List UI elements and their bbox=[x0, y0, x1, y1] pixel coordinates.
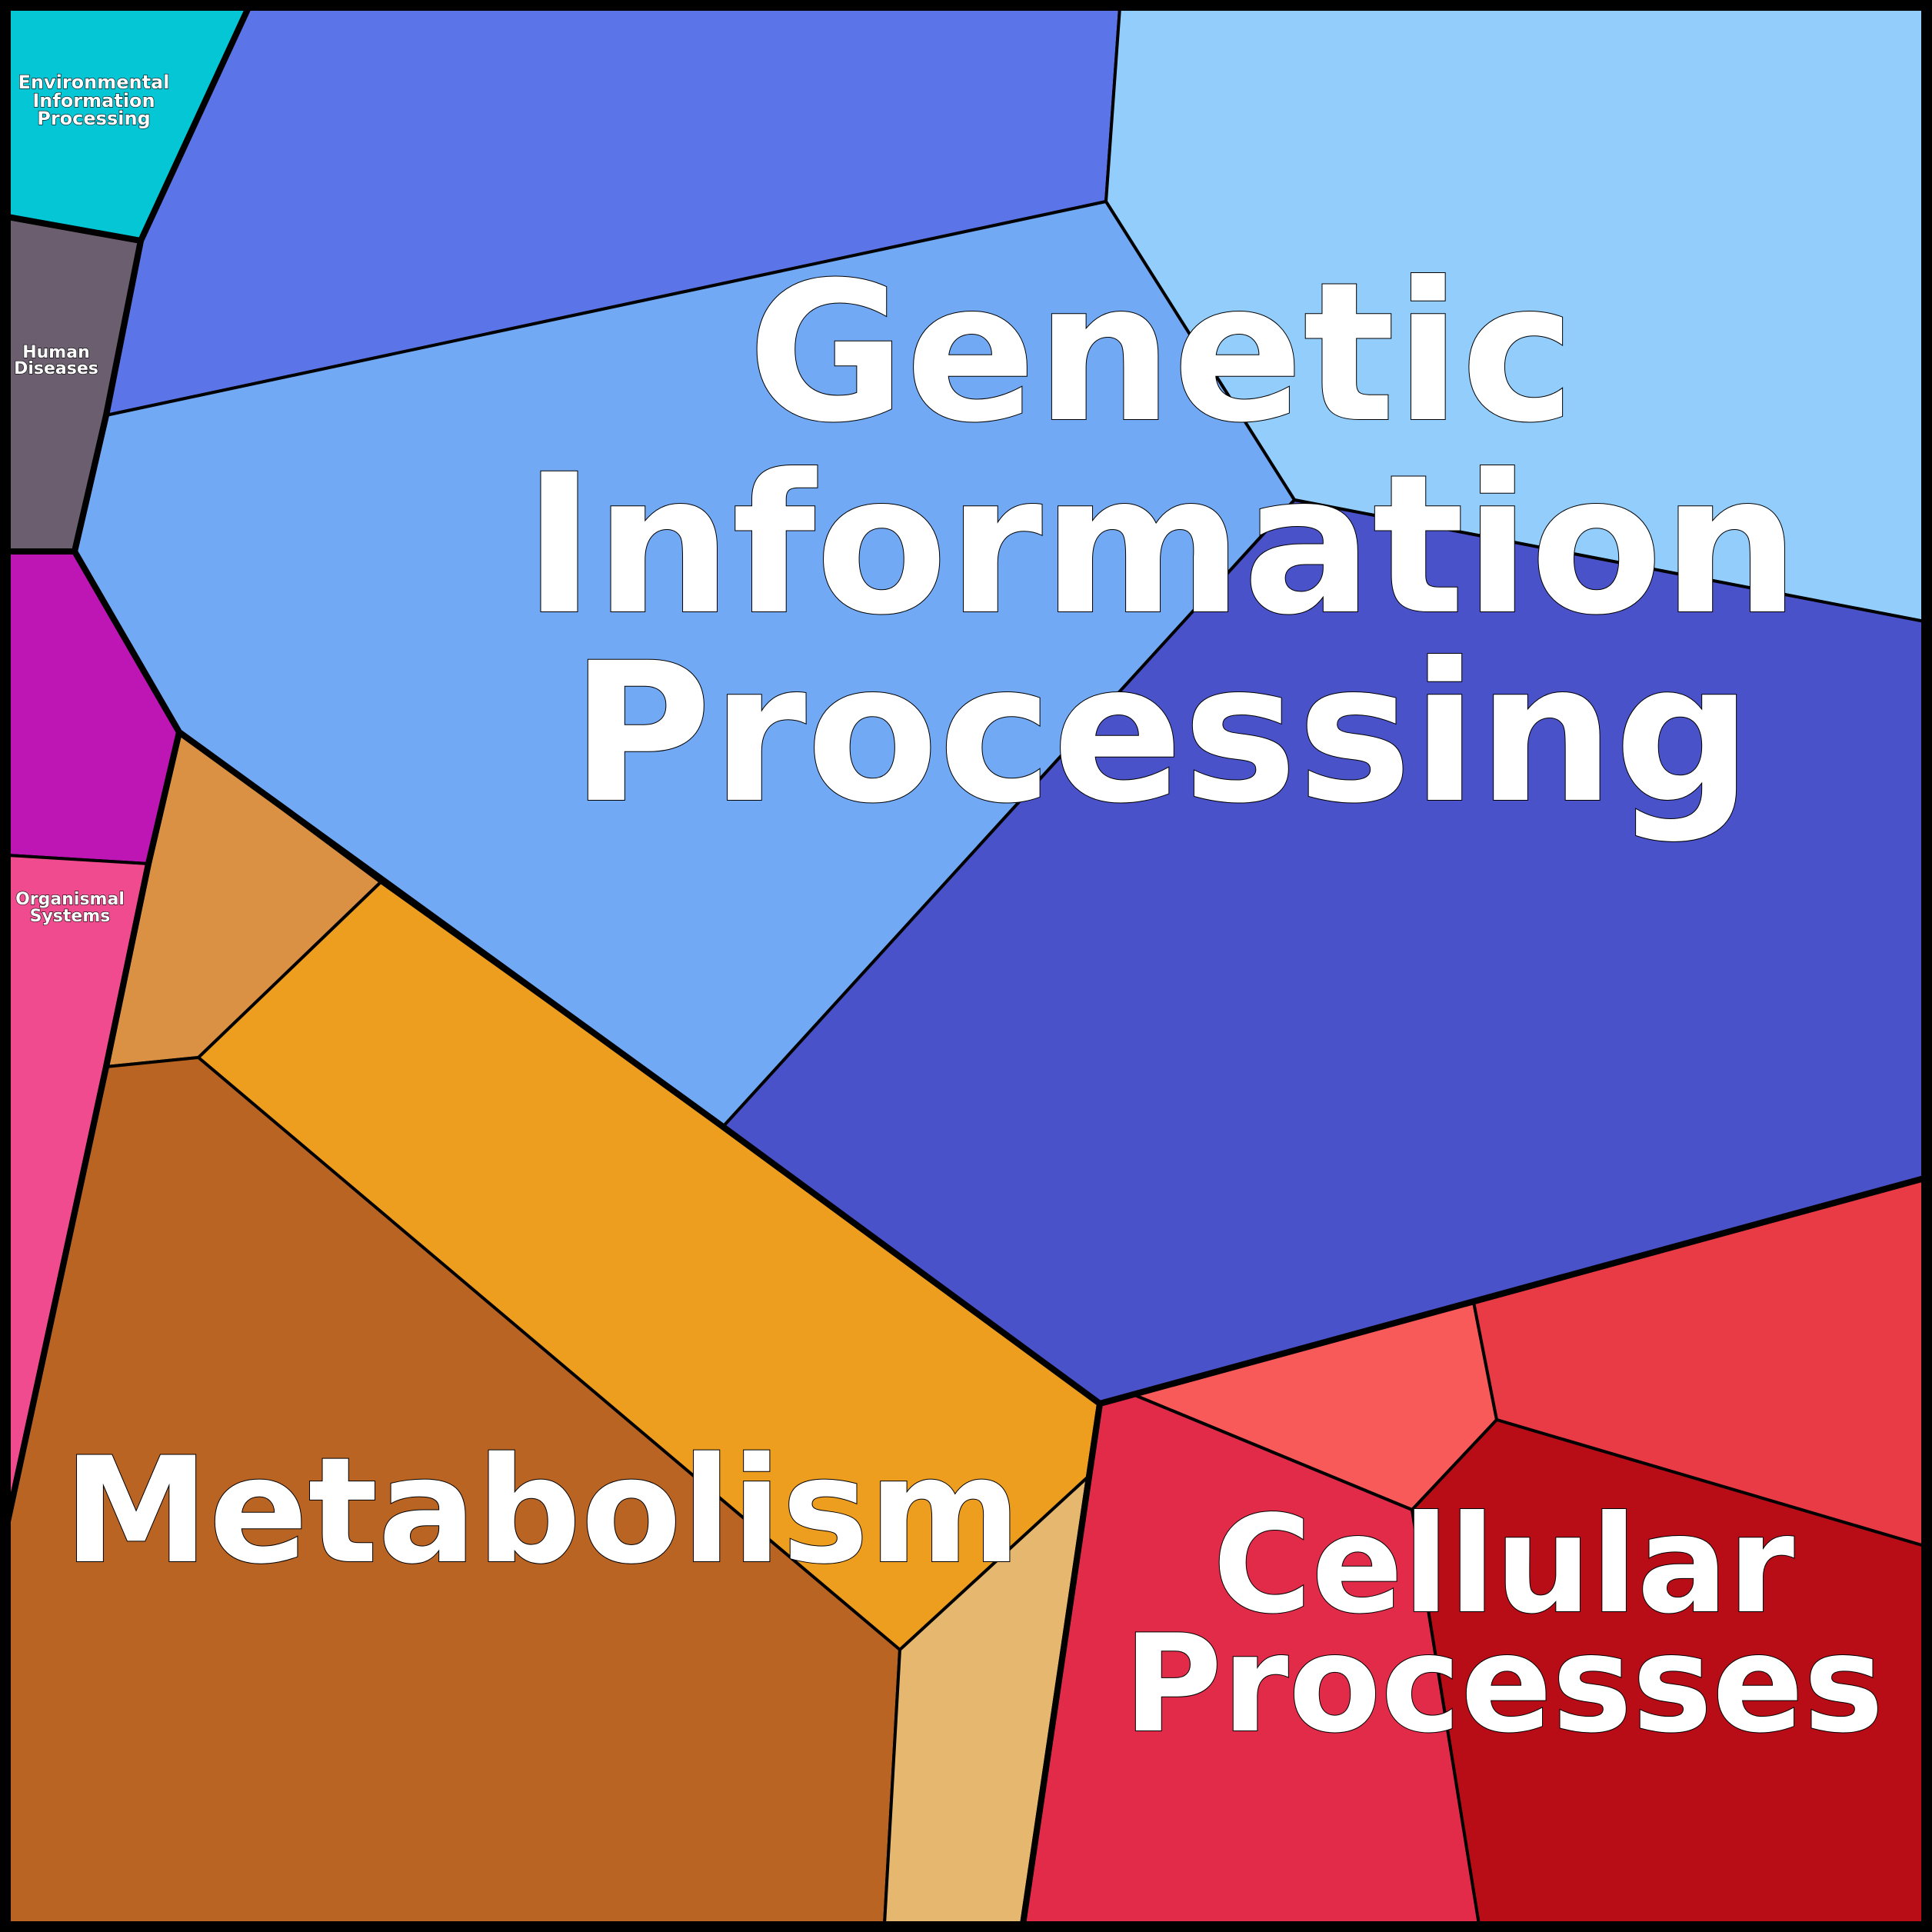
group-label-line: Cellular bbox=[1213, 1487, 1794, 1644]
group-label-line: Processes bbox=[1124, 1607, 1884, 1763]
group-label-line: Human bbox=[22, 343, 90, 362]
group-genetic-information-processing bbox=[73, 6, 1926, 1405]
group-label-line: Information bbox=[524, 433, 1800, 657]
group-label-line: Systems bbox=[30, 907, 111, 926]
group-cellular-processes bbox=[1021, 1177, 1926, 1926]
group-label-line: Genetic bbox=[748, 241, 1575, 465]
group-label-line: Metabolism bbox=[64, 1426, 1021, 1596]
group-label-line: Environmental bbox=[18, 72, 169, 93]
group-label-line: Organismal bbox=[15, 890, 125, 909]
group-label-line: Diseases bbox=[14, 359, 98, 378]
group-label-line: Information bbox=[32, 90, 155, 112]
group-label-line: Processing bbox=[37, 108, 150, 129]
group-label-metabolism: Metabolism bbox=[64, 1426, 1021, 1596]
group-label-line: Processing bbox=[571, 621, 1752, 845]
